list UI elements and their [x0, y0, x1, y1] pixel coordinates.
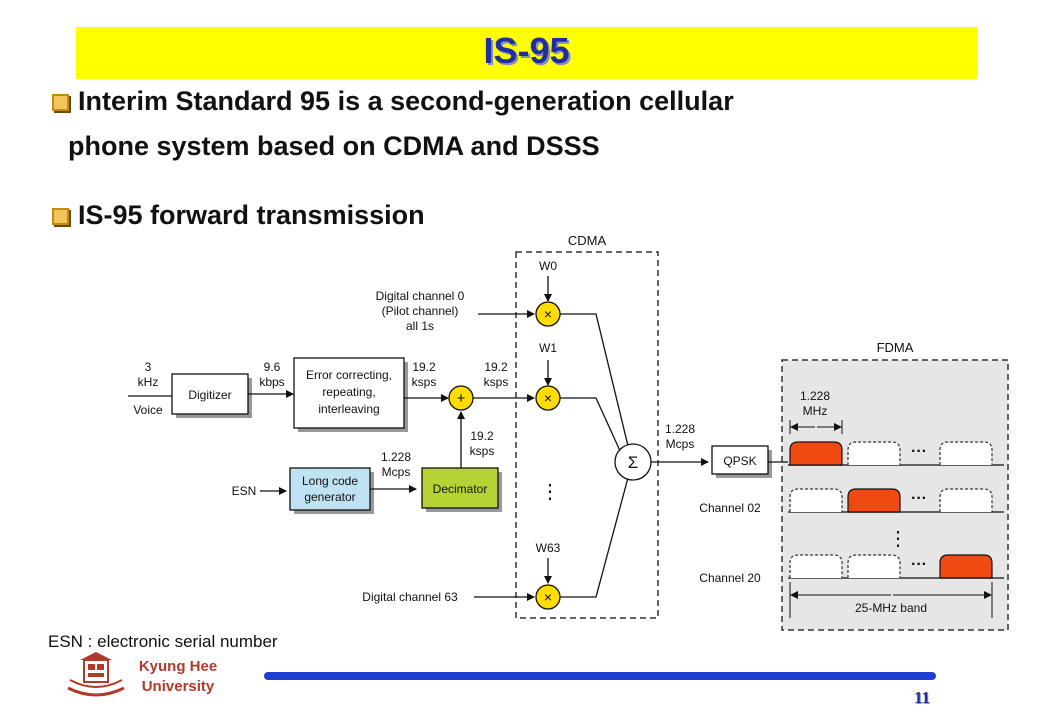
error-label-line-3: interleaving — [318, 402, 379, 416]
band-label: 25-MHz band — [855, 601, 927, 615]
footer-line — [264, 672, 936, 680]
title-bar: IS-95 — [76, 27, 977, 79]
decimator-box — [421, 467, 499, 509]
mcps-1-line-1: 1.228 — [381, 450, 411, 464]
fdma-row-1-dots: ··· — [911, 443, 927, 460]
rate-19-2-a-line-2: ksps — [412, 375, 437, 389]
fdma-row-3-slot-2 — [847, 554, 901, 578]
summation-symbol: Σ — [628, 453, 639, 472]
long-code-generator-box — [289, 467, 371, 511]
channel-width-line-1: 1.228 — [800, 389, 830, 403]
input-label-line-2: kHz — [138, 375, 159, 389]
fdma-row-1-slot-2 — [847, 441, 901, 465]
rate-19-2-b-line-2: ksps — [484, 375, 509, 389]
multiplier-63-symbol: × — [544, 589, 552, 605]
footnote: ESN : electronic serial number — [48, 632, 278, 651]
mcps-1-line-2: Mcps — [382, 465, 411, 479]
bullet-icon — [52, 94, 69, 111]
w63-label: W63 — [536, 541, 561, 555]
fdma-label: FDMA — [877, 340, 914, 355]
pilot-label-line-1: Digital channel 0 — [376, 289, 465, 303]
fdma-row-1-slot-3 — [939, 441, 993, 465]
cdma-label: CDMA — [568, 233, 607, 248]
qpsk-box — [711, 445, 769, 475]
w0-label: W0 — [539, 259, 557, 273]
wire-mult1-to-sum — [560, 397, 622, 454]
bullet-2-line-1: IS-95 forward transmission — [78, 200, 425, 230]
input-label-line-1: 3 — [145, 360, 152, 374]
pilot-label-line-3: all 1s — [406, 319, 434, 333]
multiplier-1-symbol: × — [544, 390, 552, 406]
error-correcting-box — [293, 357, 405, 429]
digitizer-label: Digitizer — [188, 388, 231, 402]
bullet-1-line-1: Interim Standard 95 is a second-generati… — [78, 86, 734, 116]
decimator-label: Decimator — [433, 482, 488, 496]
longcode-label-line-2: generator — [304, 490, 355, 504]
longcode-label-line-1: Long code — [302, 474, 358, 488]
rate-19-2-b-line-1: 19.2 — [484, 360, 508, 374]
bullet-icon — [52, 208, 69, 225]
adder-symbol: + — [457, 390, 466, 407]
rate-9-6-line-1: 9.6 — [264, 360, 281, 374]
fdma-vertical-dots: ⋮ — [888, 528, 908, 550]
fdma-row-2-slot-1 — [789, 488, 843, 512]
multiplier-0-symbol: × — [544, 306, 552, 322]
rate-19-2-a-line-1: 19.2 — [412, 360, 436, 374]
fdma-row-2-slot-2-active — [847, 488, 901, 513]
rate-19-2-c-line-2: ksps — [470, 444, 495, 458]
university-name-line-2: University — [141, 678, 215, 695]
fdma-row-1-slot-1-active — [789, 441, 843, 466]
input-label-line-3: Voice — [133, 403, 163, 417]
wire-mult0-to-sum — [560, 313, 630, 451]
slide-title: IS-95 — [483, 30, 570, 71]
wire-mult63-to-sum — [560, 473, 630, 598]
fdma-row-2-dots: ··· — [911, 490, 927, 507]
error-label-line-2: repeating, — [322, 385, 375, 399]
channel-02-label: Channel 02 — [699, 501, 761, 515]
mcps-2-line-2: Mcps — [666, 437, 695, 451]
esn-label: ESN — [232, 484, 257, 498]
cdma-vertical-dots: ⋮ — [540, 481, 560, 503]
rate-9-6-line-2: kbps — [259, 375, 284, 389]
page-number: 11 — [914, 688, 931, 707]
fdma-row-2-slot-3 — [939, 488, 993, 512]
channel-20-label: Channel 20 — [699, 571, 761, 585]
university-name: Kyung Hee University — [128, 657, 228, 697]
mcps-2-line-1: 1.228 — [665, 422, 695, 436]
university-logo — [67, 652, 125, 697]
fdma-row-3-dots: ··· — [911, 556, 927, 573]
fdma-row-3-slot-3-active — [939, 554, 993, 579]
qpsk-label: QPSK — [723, 454, 756, 468]
error-label-line-1: Error correcting, — [306, 368, 392, 382]
bullet-1-line-2: phone system based on CDMA and DSSS — [68, 131, 600, 161]
cdma-region — [515, 251, 659, 619]
w1-label: W1 — [539, 341, 557, 355]
fdma-row-3-slot-1 — [789, 554, 843, 578]
channel-width-line-2: MHz — [803, 404, 828, 418]
university-name-line-1: Kyung Hee — [138, 658, 218, 675]
digitizer-box — [171, 373, 249, 415]
pilot-label-line-2: (Pilot channel) — [382, 304, 459, 318]
digital-channel-63-label: Digital channel 63 — [362, 590, 458, 604]
rate-19-2-c-line-1: 19.2 — [470, 429, 494, 443]
